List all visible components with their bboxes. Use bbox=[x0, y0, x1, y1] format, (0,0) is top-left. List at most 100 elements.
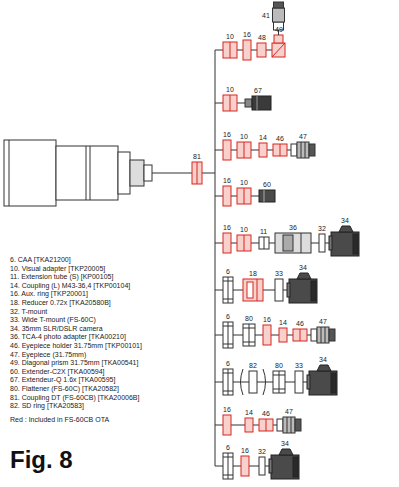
figure-caption: Fig. 8 bbox=[10, 448, 73, 472]
callout-number: 16 bbox=[223, 177, 231, 184]
eyepiece-cup bbox=[274, 2, 284, 8]
callout-number: 34 bbox=[281, 440, 289, 447]
extender-band bbox=[264, 190, 265, 202]
adapter-groove bbox=[301, 233, 302, 253]
part-edge bbox=[223, 281, 233, 282]
optical-axis bbox=[150, 173, 192, 174]
tube-ring bbox=[86, 146, 87, 200]
sd-part bbox=[249, 371, 257, 393]
callout-number: 49 bbox=[275, 26, 283, 33]
eyepiece-cup bbox=[295, 419, 301, 431]
camera-body bbox=[309, 371, 337, 395]
coup-part bbox=[279, 328, 287, 342]
extender-band bbox=[257, 96, 258, 110]
camera-prism bbox=[279, 449, 293, 455]
callout-number: 16 bbox=[223, 131, 231, 138]
callout-number: 82 bbox=[249, 362, 257, 369]
tm-part bbox=[259, 457, 265, 475]
part-groove bbox=[280, 144, 281, 156]
branch-line bbox=[202, 173, 215, 174]
ext-part bbox=[259, 237, 269, 249]
parts-list-item: 33. Wide T-mount (FS-60C) bbox=[10, 316, 96, 323]
callout-number: 6 bbox=[226, 268, 230, 275]
reducer-groove bbox=[257, 279, 258, 301]
callout-number: 16 bbox=[223, 224, 231, 231]
parts-list-item: 32. T-mount bbox=[10, 308, 47, 315]
parts-list-item: 67. Extendeur-Q 1.6x [TKA00595] bbox=[10, 376, 115, 383]
adapter-band bbox=[283, 235, 293, 251]
tube-part bbox=[223, 95, 237, 111]
camera-grip bbox=[353, 234, 358, 254]
ring-part bbox=[223, 415, 231, 435]
part-edge bbox=[243, 328, 255, 329]
caa-part bbox=[223, 322, 233, 348]
camera-prism bbox=[317, 365, 331, 371]
camera-grip bbox=[293, 457, 298, 477]
parts-list-item: 46. Eyepiece holder 31.75mm [TKP00101] bbox=[10, 342, 142, 349]
eyepiece-body bbox=[283, 417, 295, 433]
callout-number: 80 bbox=[245, 315, 253, 322]
callout-number: 16 bbox=[243, 31, 251, 38]
callout-number: 80 bbox=[275, 362, 283, 369]
callout-number: 16 bbox=[241, 447, 249, 454]
tube-ring bbox=[90, 146, 91, 200]
parts-list-item: 60. Extender-C2X [TKA00594] bbox=[10, 368, 105, 375]
part-groove bbox=[244, 142, 245, 158]
coup-part bbox=[245, 418, 253, 432]
callout-number: 11 bbox=[260, 228, 267, 235]
focuser bbox=[130, 160, 144, 186]
tube-part bbox=[237, 188, 251, 204]
diagonal-prism bbox=[272, 43, 285, 57]
camera-grip bbox=[311, 281, 316, 301]
part-groove bbox=[244, 188, 245, 204]
eyepiece-barrel bbox=[277, 419, 283, 431]
parts-list-item: 49. Diagonal prism 31.75mm [TKA00541] bbox=[10, 359, 138, 366]
flat-part bbox=[273, 371, 285, 393]
callout-number: 81 bbox=[193, 153, 201, 160]
parts-list-item: 18. Reducer 0.72x [TKA20580B] bbox=[10, 299, 111, 306]
prism-face bbox=[272, 43, 285, 57]
parts-list-item: 11. Extension tube (S) [KP00105] bbox=[10, 273, 113, 280]
callout-number: 32 bbox=[258, 448, 266, 455]
part-groove bbox=[249, 324, 250, 346]
parts-list-item: 16. Aux. ring [TKP20001] bbox=[10, 290, 88, 297]
camera-prism bbox=[339, 226, 353, 232]
caa-part bbox=[223, 369, 233, 395]
parts-list-item: 47. Eyepiece (31.75mm) bbox=[10, 351, 86, 358]
flat-part bbox=[243, 324, 255, 346]
bracket bbox=[241, 369, 244, 395]
caa-part bbox=[223, 453, 233, 479]
main-tube bbox=[56, 146, 118, 200]
eyepiece-groove bbox=[325, 327, 326, 343]
part-edge bbox=[223, 391, 233, 392]
callout-number: 10 bbox=[226, 33, 234, 40]
eyepiece-cup bbox=[329, 329, 335, 341]
callout-number: 46 bbox=[262, 410, 270, 417]
callout-number: 48 bbox=[258, 34, 266, 41]
eyepiece-groove bbox=[287, 417, 288, 433]
callout-number: 32 bbox=[318, 225, 326, 232]
eyepiece-barrel bbox=[311, 329, 317, 341]
coup-part bbox=[259, 143, 267, 157]
coupling-dt bbox=[192, 162, 202, 184]
holder-part bbox=[273, 144, 287, 156]
part-groove bbox=[266, 419, 267, 431]
dew-shield bbox=[4, 140, 56, 206]
wtm-part bbox=[295, 371, 303, 393]
callout-number: 47 bbox=[299, 133, 307, 140]
callout-number: 46 bbox=[276, 135, 284, 142]
part-edge bbox=[223, 457, 233, 458]
eyepiece-barrel bbox=[291, 144, 297, 156]
wtm-part bbox=[275, 279, 283, 301]
part-groove bbox=[264, 237, 265, 249]
small-part bbox=[257, 43, 266, 57]
photo-adapter bbox=[275, 233, 311, 253]
eyepiece-groove bbox=[291, 417, 292, 433]
callout-number: 14 bbox=[245, 409, 253, 416]
reducer-lens bbox=[247, 282, 253, 298]
parts-list-item: 81. Coupling DT (FS-60CB) [TKA20006B] bbox=[10, 394, 139, 401]
callout-number: 16 bbox=[223, 406, 231, 413]
eyepiece-groove bbox=[321, 327, 322, 343]
rear-cell bbox=[118, 152, 130, 194]
